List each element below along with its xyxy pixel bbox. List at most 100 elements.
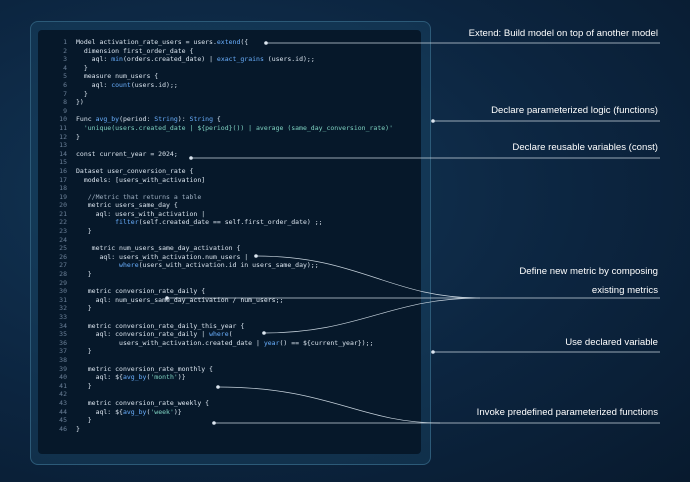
code-line: 28 } [38, 270, 393, 279]
line-number: 41 [59, 381, 67, 390]
code-function: year [263, 338, 280, 347]
line-content: metric conversion_rate_daily { [67, 287, 205, 296]
code-text: aql: [76, 80, 112, 89]
code-line: 20 metric users_same_day { [38, 201, 393, 210]
line-content: aql: users_with_activation.num_users | [67, 253, 248, 262]
code-line: 7 } [38, 90, 393, 99]
code-text: } [76, 424, 80, 433]
callout-functions: Declare parameterized logic (functions) [491, 105, 658, 116]
line-content: aql: conversion_rate_daily | where( [67, 330, 233, 339]
line-number: 16 [59, 166, 67, 175]
line-content: } [67, 64, 88, 73]
line-number: 27 [59, 261, 67, 270]
code-line: 9 [38, 107, 393, 116]
code-text: aql: num_users_same_day_activation / num… [76, 295, 284, 304]
line-number: 38 [59, 355, 67, 364]
line-content: Dataset user_conversion_rate { [67, 167, 193, 176]
line-number: 26 [59, 252, 67, 261]
code-text: ({ [240, 38, 249, 46]
code-text: metric conversion_rate_daily_this_year { [76, 321, 245, 330]
callout-invoke: Invoke predefined parameterized function… [476, 407, 658, 418]
line-number: 19 [59, 192, 67, 201]
callout-compose-line2: existing metrics [591, 285, 658, 296]
line-content: users_with_activation.created_date | yea… [67, 339, 373, 348]
code-function: min [111, 55, 123, 64]
code-line: 40 aql: ${avg_by('month')} [38, 373, 393, 382]
line-number: 1 [63, 38, 67, 46]
marker-dot [264, 41, 268, 45]
code-string: 'unique(users.created_date | ${period}()… [76, 123, 393, 132]
line-content: } [67, 270, 92, 279]
code-text: )} [173, 407, 182, 416]
marker-dot [165, 296, 169, 300]
callout-variable: Use declared variable [565, 337, 658, 348]
code-line: 46} [38, 425, 393, 434]
line-number: 37 [59, 347, 67, 356]
code-text: ( [228, 330, 233, 339]
line-number: 28 [59, 270, 67, 279]
code-text: ( [146, 373, 151, 382]
code-line: 2 dimension first_order_date { [38, 47, 393, 56]
line-number: 33 [59, 313, 67, 321]
code-text: (users.id);; [130, 80, 178, 89]
code-line: 25 metric num_users_same_day_activation … [38, 244, 393, 253]
callout-extend: Extend: Build model on top of another mo… [468, 28, 658, 39]
code-function: where [119, 261, 139, 270]
code-text: aql: conversion_rate_daily | [76, 330, 210, 339]
code-function: filter [115, 218, 139, 227]
code-text: aql: users_with_activation.num_users | [76, 252, 249, 261]
line-number: 2 [63, 46, 67, 55]
code-text: aql: users_with_activation | [76, 209, 206, 218]
code-line: 34 metric conversion_rate_daily_this_yea… [38, 322, 393, 331]
code-line: 31 aql: num_users_same_day_activation / … [38, 296, 393, 305]
code-text: metric users_same_day { [76, 201, 178, 210]
line-content: aql: min(orders.created_date) | exact_gr… [67, 55, 315, 64]
code-comment: //Metric that returns a table [76, 192, 202, 201]
code-text: (self.created_date == self.first_order_d… [138, 218, 323, 227]
line-number: 8 [63, 98, 67, 107]
code-text: dimension first_order_date { [76, 46, 194, 55]
line-number: 13 [59, 141, 67, 150]
code-text: aql: ${ [76, 373, 123, 382]
code-line: 11 'unique(users.created_date | ${period… [38, 124, 393, 133]
line-number: 34 [59, 321, 67, 330]
code-text: (orders.created_date) | [122, 55, 217, 64]
line-content: } [67, 304, 92, 313]
line-content: aql: num_users_same_day_activation / num… [67, 295, 284, 305]
code-line: 42 [38, 390, 393, 399]
line-content: //Metric that returns a table [67, 192, 202, 202]
line-number: 7 [63, 89, 67, 98]
code-line: 4 } [38, 64, 393, 73]
line-content: } [67, 90, 88, 99]
code-text: )} [177, 373, 186, 382]
code-text: }) [76, 98, 84, 107]
code-line: 45 } [38, 416, 393, 425]
line-number: 45 [59, 416, 67, 425]
line-content: } [67, 425, 80, 434]
line-number: 35 [59, 330, 67, 339]
line-number: 10 [59, 115, 67, 124]
code-text: Dataset user_conversion_rate { [76, 166, 194, 175]
code-line: 33 [38, 313, 393, 322]
code-function: String [189, 115, 214, 124]
code-text: measure num_users { [76, 72, 159, 81]
code-line: 32 } [38, 304, 393, 313]
line-content: const current_year = 2024; [67, 150, 178, 159]
line-content: where(users_with_activation.id in users_… [67, 261, 319, 270]
line-content: } [67, 416, 92, 425]
code-function: extend [216, 38, 241, 46]
code-line: 17 models: [users_with_activation] [38, 176, 393, 185]
code-line: 21 aql: users_with_activation | [38, 210, 393, 219]
code-line: 39 metric conversion_rate_monthly { [38, 365, 393, 374]
code-function: avg_by [122, 407, 147, 416]
callout-const: Declare reusable variables (const) [512, 142, 658, 153]
line-number: 24 [59, 235, 67, 244]
code-text: } [76, 227, 92, 236]
line-content: Func avg_by(period: String): String { [67, 115, 221, 124]
code-text: const current_year = 2024; [76, 149, 178, 158]
marker-dot [189, 156, 193, 160]
line-number: 18 [59, 184, 67, 193]
